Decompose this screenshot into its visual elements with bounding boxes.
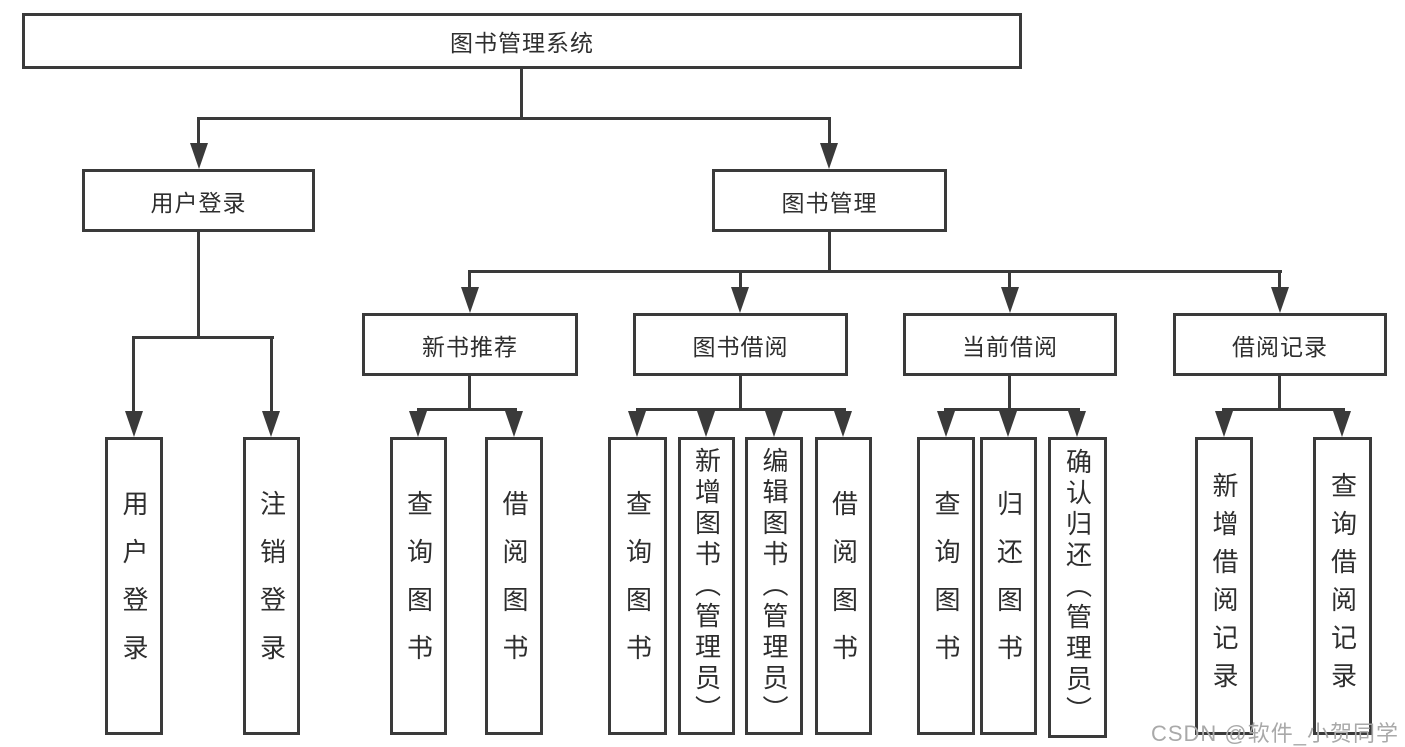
- edge-line: [417, 408, 517, 411]
- arrowhead: [765, 411, 783, 437]
- leaf-bb-edit-books-admin: 编辑图书（管理员）: [745, 437, 803, 735]
- arrowhead: [125, 411, 143, 437]
- node-book-management-label: 图书管理: [781, 189, 878, 216]
- node-root: 图书管理系统: [22, 13, 1022, 69]
- edge-line: [197, 231, 200, 339]
- arrowhead: [999, 411, 1017, 437]
- leaf-cb-query-books: 查询图书: [917, 437, 975, 735]
- leaf-user-login: 用户登录: [105, 437, 163, 735]
- arrowhead: [834, 411, 852, 437]
- leaf-nb-query-books: 查询图书: [390, 437, 447, 735]
- arrowhead: [190, 143, 208, 169]
- arrowhead: [628, 411, 646, 437]
- arrowhead: [937, 411, 955, 437]
- arrowhead: [1333, 411, 1351, 437]
- edge-line: [197, 117, 831, 120]
- edge-line: [1008, 376, 1011, 411]
- edge-line: [520, 69, 523, 117]
- leaf-cb-return-books-label: 归还图书: [993, 490, 1024, 682]
- node-borrow-records-label: 借阅记录: [1232, 333, 1328, 360]
- node-book-borrow-label: 图书借阅: [692, 333, 789, 360]
- arrowhead: [820, 143, 838, 169]
- edge-line: [636, 408, 846, 411]
- node-root-label: 图书管理系统: [450, 30, 594, 56]
- edge-line: [1278, 376, 1281, 411]
- arrowhead: [409, 411, 427, 437]
- leaf-cb-return-books: 归还图书: [980, 437, 1037, 735]
- leaf-logout: 注销登录: [243, 437, 300, 735]
- arrowhead: [1271, 287, 1289, 313]
- leaf-br-query-record-label: 查询借阅记录: [1327, 472, 1358, 700]
- leaf-bb-borrow-books-label: 借阅图书: [828, 490, 859, 682]
- edge-line: [468, 376, 471, 411]
- csdn-watermark: CSDN @软件_小贺同学: [1150, 721, 1399, 746]
- arrowhead: [461, 287, 479, 313]
- leaf-br-add-record: 新增借阅记录: [1195, 437, 1253, 735]
- arrowhead: [505, 411, 523, 437]
- edge-line: [468, 270, 471, 290]
- edge-line: [468, 270, 1282, 273]
- edge-line: [132, 336, 274, 339]
- leaf-bb-query-books-label: 查询图书: [622, 490, 653, 682]
- edge-line: [739, 376, 742, 411]
- node-book-management: 图书管理: [712, 169, 947, 232]
- node-current-borrow-label: 当前借阅: [962, 333, 1058, 360]
- node-new-book-recommend: 新书推荐: [362, 313, 578, 376]
- leaf-bb-add-books-admin: 新增图书（管理员）: [678, 437, 735, 735]
- leaf-br-add-record-label: 新增借阅记录: [1209, 472, 1239, 700]
- arrowhead: [697, 411, 715, 437]
- edge-line: [270, 336, 273, 414]
- leaf-bb-add-books-admin-label: 新增图书（管理员）: [691, 446, 722, 726]
- leaf-bb-query-books: 查询图书: [608, 437, 667, 735]
- node-current-borrow: 当前借阅: [903, 313, 1117, 376]
- leaf-user-login-label: 用户登录: [119, 490, 149, 682]
- edge-line: [828, 117, 831, 146]
- edge-line: [1008, 270, 1011, 290]
- node-new-book-recommend-label: 新书推荐: [422, 333, 518, 360]
- leaf-nb-query-books-label: 查询图书: [403, 490, 434, 682]
- node-book-borrow: 图书借阅: [633, 313, 848, 376]
- node-borrow-records: 借阅记录: [1173, 313, 1387, 376]
- leaf-cb-query-books-label: 查询图书: [931, 490, 961, 682]
- node-user-login-label: 用户登录: [150, 189, 247, 216]
- edge-line: [739, 270, 742, 290]
- leaf-nb-borrow-books-label: 借阅图书: [499, 490, 529, 682]
- edge-line: [132, 336, 135, 414]
- node-user-login: 用户登录: [82, 169, 315, 232]
- arrowhead: [1001, 287, 1019, 313]
- leaf-br-query-record: 查询借阅记录: [1313, 437, 1372, 735]
- arrowhead: [262, 411, 280, 437]
- leaf-bb-edit-books-admin-label: 编辑图书（管理员）: [759, 446, 789, 726]
- edge-line: [828, 231, 831, 273]
- leaf-logout-label: 注销登录: [256, 490, 287, 682]
- edge-line: [944, 408, 1080, 411]
- arrowhead: [731, 287, 749, 313]
- leaf-nb-borrow-books: 借阅图书: [485, 437, 543, 735]
- edge-line: [1222, 408, 1345, 411]
- arrowhead: [1215, 411, 1233, 437]
- leaf-cb-confirm-return-admin: 确认归还（管理员）: [1048, 437, 1107, 738]
- edge-line: [1278, 270, 1281, 290]
- leaf-bb-borrow-books: 借阅图书: [815, 437, 872, 735]
- arrowhead: [1068, 411, 1086, 437]
- leaf-cb-confirm-return-admin-label: 确认归还（管理员）: [1062, 448, 1093, 727]
- edge-line: [197, 117, 200, 146]
